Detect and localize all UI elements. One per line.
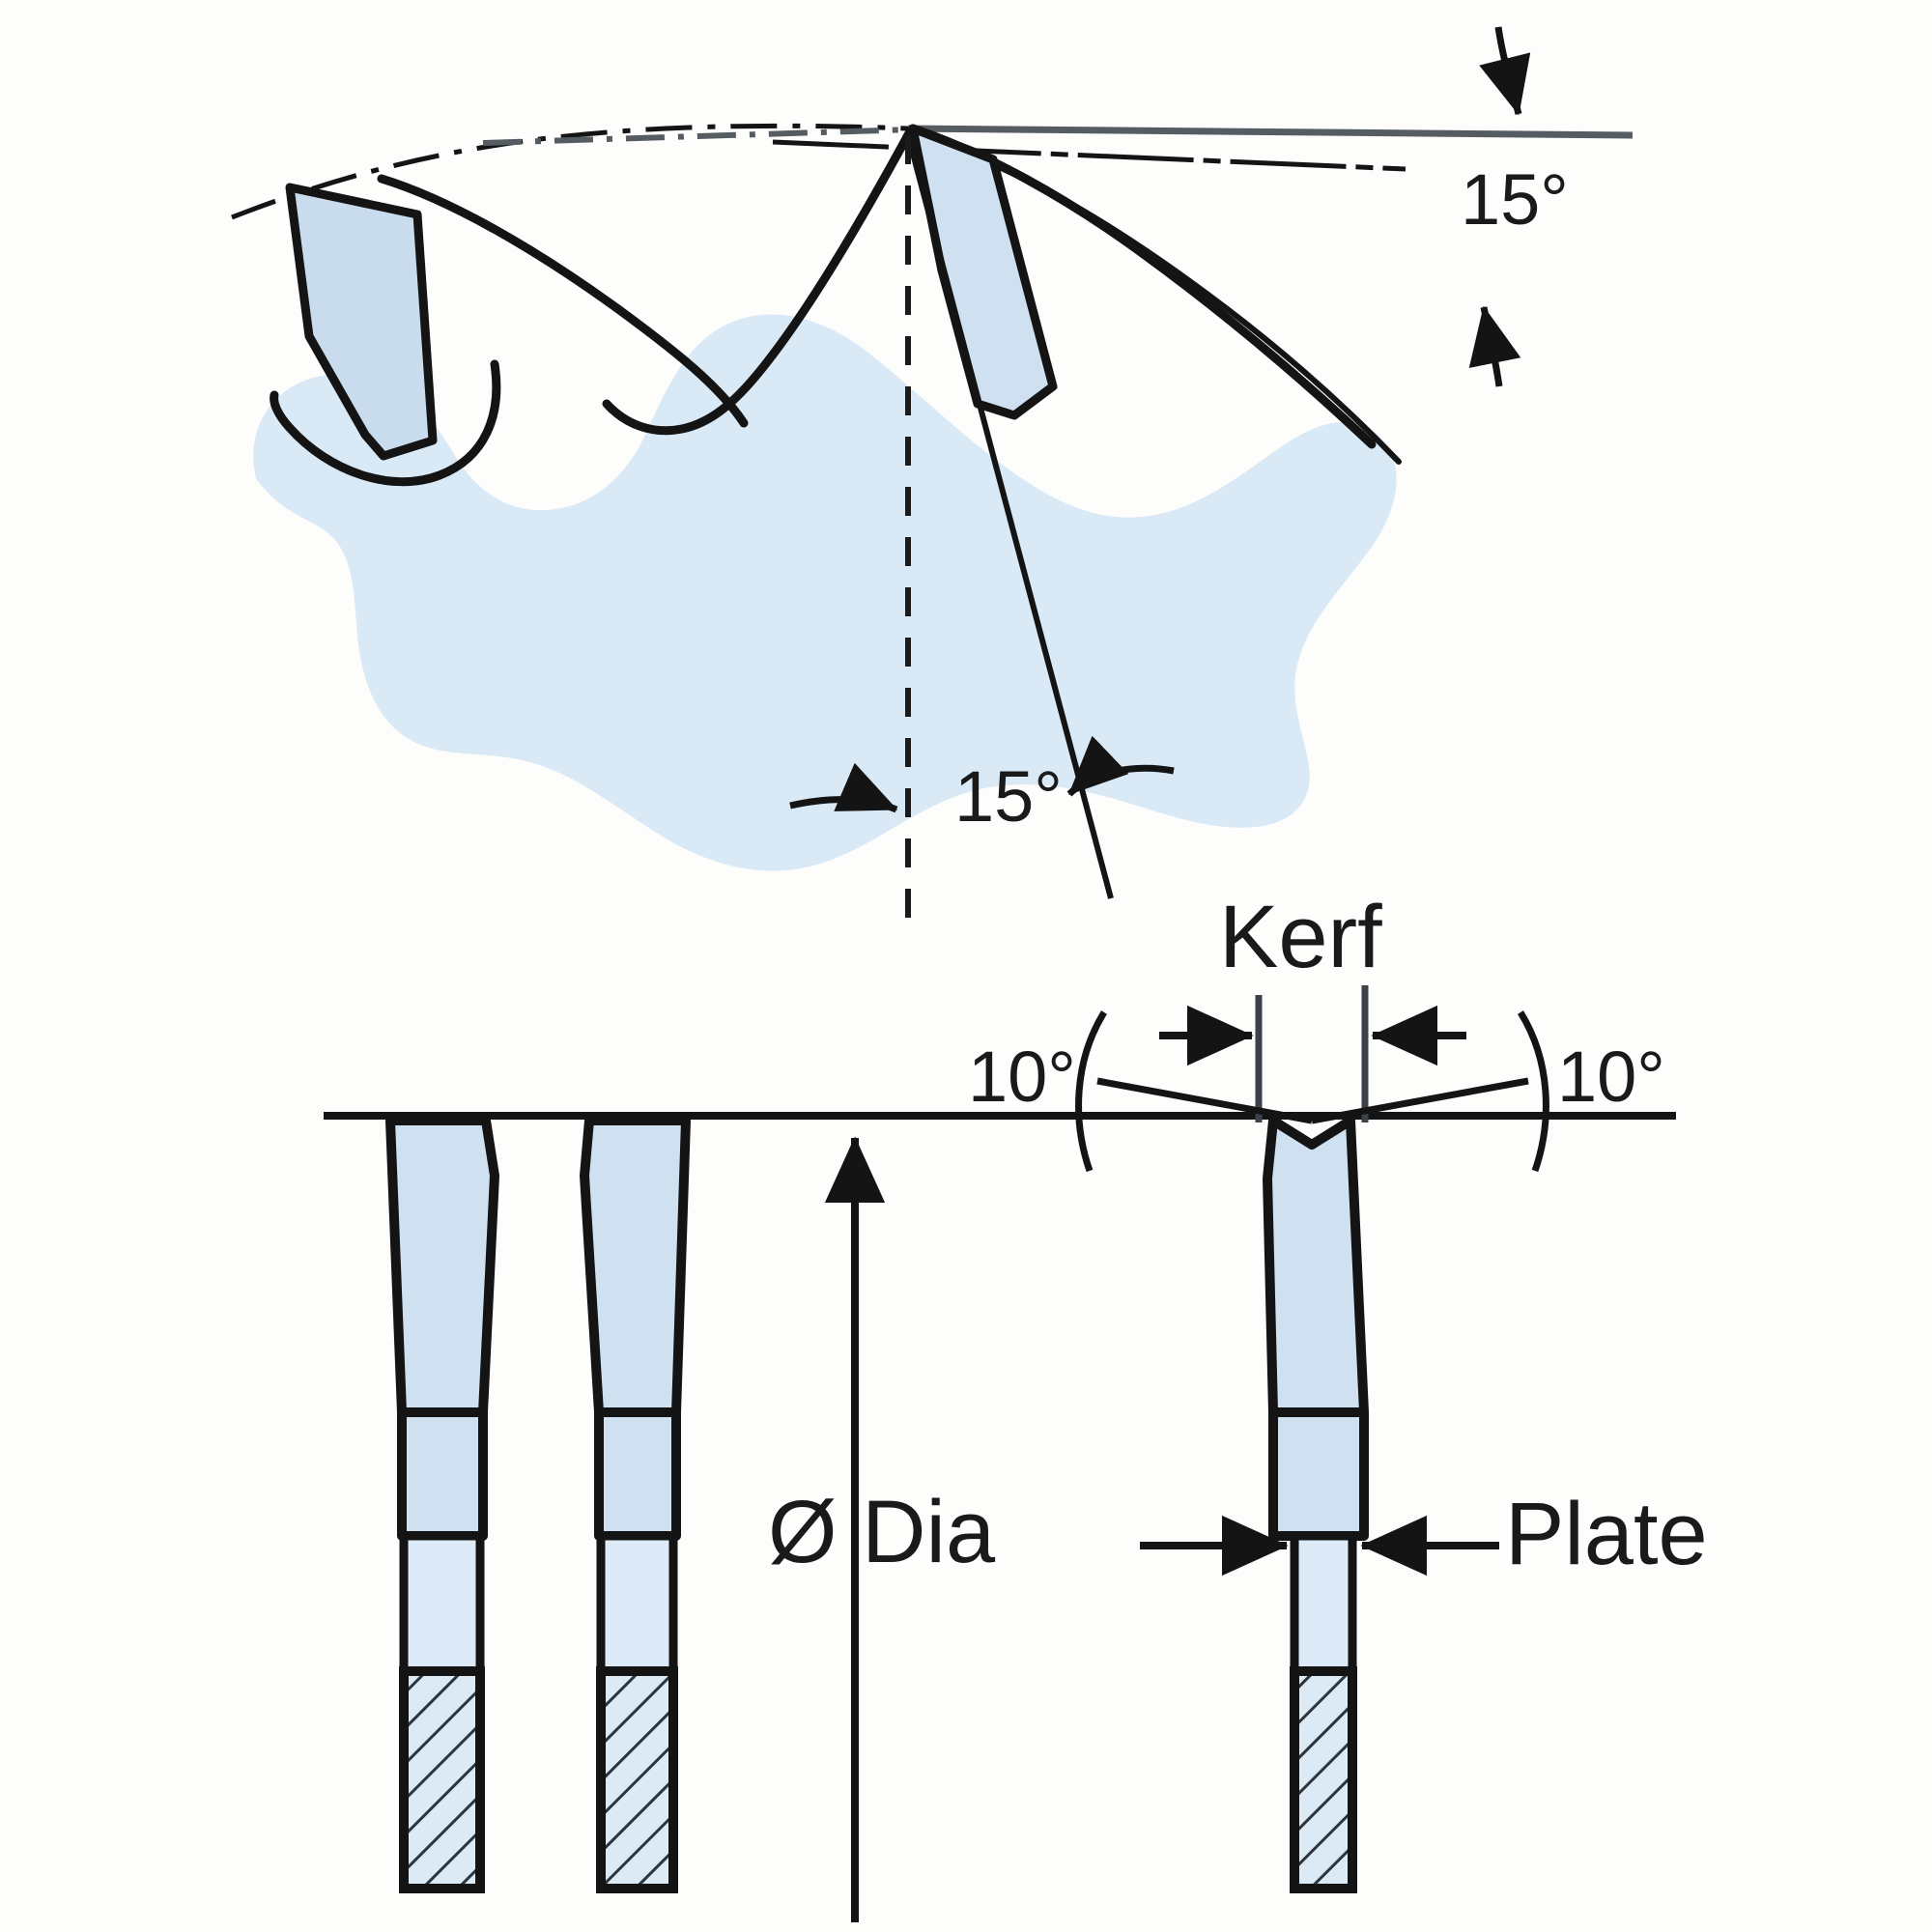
angle-arrow-center-left	[789, 762, 898, 813]
bottom-tooth-right	[1263, 1116, 1369, 1893]
plate-label: Plate	[1505, 1485, 1708, 1583]
blade-rim-outline-left	[377, 174, 749, 428]
angle-arrow-top-up	[1468, 305, 1521, 387]
hook-angle-center-label: 15°	[954, 756, 1063, 837]
bevel-line-left	[1096, 1077, 1313, 1124]
blade-rim-outline-right-inner	[982, 158, 1402, 465]
tangent-reference-line	[907, 125, 1634, 139]
kerf-label: Kerf	[1219, 888, 1382, 986]
hook-reference-line-upper	[772, 139, 1406, 172]
bottom-tooth-second	[580, 1116, 691, 1893]
diameter-label: Ø Dia	[768, 1483, 996, 1581]
blade-body-shape	[253, 314, 1397, 871]
angle-arrow-center-right	[1066, 735, 1175, 797]
bevel-angle-left-label: 10°	[968, 1037, 1076, 1117]
tangent-reference-line-left	[482, 127, 914, 146]
bevel-arc-right	[1518, 1010, 1549, 1173]
center-carbide-tooth	[908, 124, 1058, 420]
left-carbide-tooth	[285, 183, 438, 461]
bevel-line-right	[1311, 1077, 1529, 1124]
bevel-arc-left	[1075, 1010, 1107, 1173]
hook-angle-top-right-label: 15°	[1461, 159, 1569, 240]
left-gullet	[270, 359, 501, 487]
center-gullet-arc	[602, 127, 915, 436]
bottom-tooth-left	[385, 1116, 499, 1893]
angle-arrow-top-down	[1479, 26, 1531, 116]
bevel-angle-right-label: 10°	[1557, 1037, 1665, 1117]
